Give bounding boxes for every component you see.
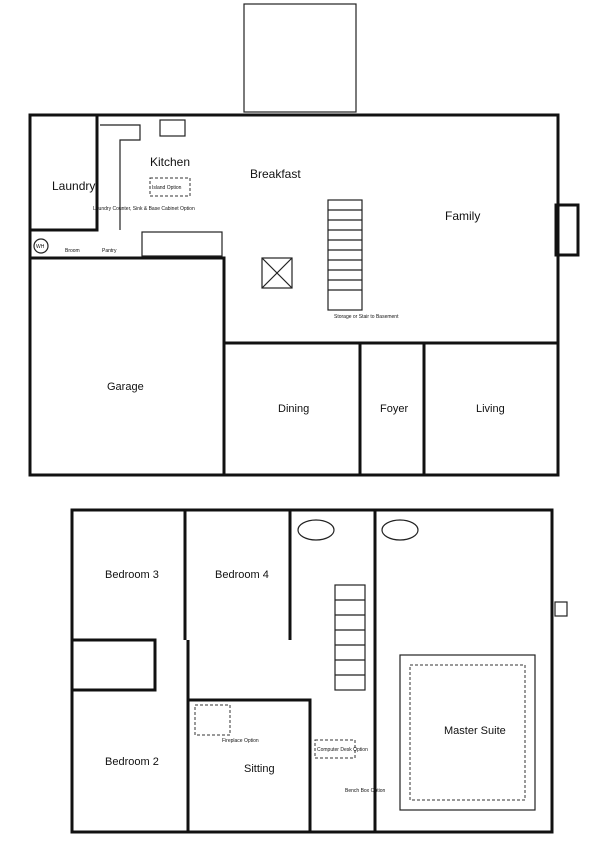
note-storage: Storage or Stair to Basement xyxy=(334,314,399,320)
room-foyer: Foyer xyxy=(380,403,408,415)
garage-cabinet xyxy=(141,231,223,257)
room-family: Family xyxy=(445,209,480,223)
fireplace xyxy=(554,203,580,257)
closet-crossed xyxy=(261,257,293,289)
exterior-fixture xyxy=(554,601,568,617)
master-tray-ceiling xyxy=(399,654,536,811)
fireplace-option xyxy=(194,704,231,736)
laundry-wall xyxy=(30,115,99,232)
room-sitting: Sitting xyxy=(244,763,275,775)
bathtub-1 xyxy=(297,519,335,541)
garage-wall xyxy=(30,256,226,475)
room-living: Living xyxy=(476,403,505,415)
room-bedroom-4: Bedroom 4 xyxy=(215,569,269,581)
master-tray-ceiling-inner xyxy=(409,664,526,801)
bathtub-2 xyxy=(381,519,419,541)
room-kitchen: Kitchen xyxy=(150,155,190,169)
kitchen-counter xyxy=(100,124,141,230)
first-floor-outer-wall xyxy=(28,113,560,477)
second-floor-plan: Bedroom 3 Bedroom 4 Bedroom 2 Sitting Ma… xyxy=(70,508,568,834)
upper-staircase xyxy=(334,584,366,691)
sitting-wall xyxy=(188,698,312,832)
note-pantry: Pantry xyxy=(102,248,117,254)
note-island: Island Option xyxy=(152,185,182,191)
note-bench-box: Bench Box Option xyxy=(345,788,386,794)
room-bedroom-2: Bedroom 2 xyxy=(105,756,159,768)
room-garage: Garage xyxy=(107,381,144,393)
deck-outline xyxy=(243,3,357,113)
room-breakfast: Breakfast xyxy=(250,167,301,181)
room-laundry: Laundry xyxy=(52,179,95,193)
computer-desk-option xyxy=(314,739,356,759)
note-computer-desk: Computer Desk Option xyxy=(317,747,368,753)
room-dining: Dining xyxy=(278,403,309,415)
island-option xyxy=(149,177,191,197)
room-master-suite: Master Suite xyxy=(444,725,506,737)
note-laundry-counter: Laundry Counter, Sink & Base Cabinet Opt… xyxy=(93,206,195,212)
bedroom-closet-wall xyxy=(72,638,157,692)
water-heater xyxy=(33,238,49,254)
first-floor-plan: Kitchen Breakfast Laundry Family Garage … xyxy=(28,3,580,477)
second-floor-outer-wall xyxy=(70,508,554,834)
staircase xyxy=(327,199,363,311)
note-broom: Broom xyxy=(65,248,80,254)
kitchen-sink xyxy=(159,119,186,137)
room-bedroom-3: Bedroom 3 xyxy=(105,569,159,581)
note-wh: WH xyxy=(36,244,45,250)
note-fireplace: Fireplace Option xyxy=(222,738,259,744)
